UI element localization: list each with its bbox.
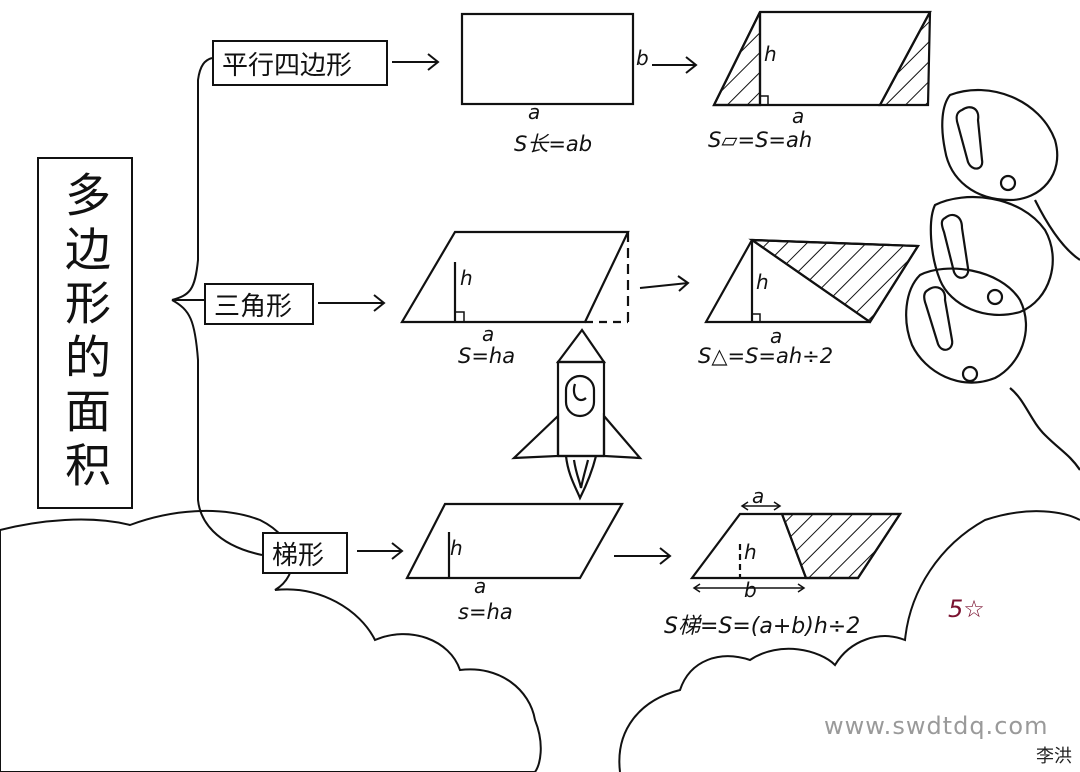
- trap-para-base-label: a: [474, 574, 487, 598]
- watermark-text: www.swdtdq.com: [824, 712, 1049, 740]
- main-title: 多边形的面积: [58, 171, 112, 495]
- category-label: 三角形: [214, 291, 293, 322]
- signature: 李洪: [1036, 746, 1072, 767]
- branch-lines: [171, 57, 263, 556]
- rocket-drawing: [511, 328, 643, 501]
- rect-formula: S长=ab: [514, 132, 593, 156]
- para-base-label: a: [792, 104, 805, 128]
- grade-mark: 5☆: [948, 595, 985, 623]
- trap-para-formula: s=ha: [458, 600, 513, 624]
- trap-height-label: h: [744, 540, 757, 564]
- rectangle-shape: [460, 12, 635, 106]
- trap-bottom-label: b: [744, 578, 757, 602]
- rect-width-label: a: [528, 100, 541, 124]
- triangle-shape: [704, 238, 920, 324]
- tri-height-label: h: [756, 270, 769, 294]
- category-parallelogram: 平行四边形: [212, 40, 388, 86]
- main-title-box: 多边形的面积: [37, 157, 133, 509]
- balloons: [905, 88, 1080, 471]
- parallelogram-cut-shape: [712, 10, 932, 107]
- rect-height-label: b: [636, 46, 649, 70]
- category-label: 梯形: [272, 540, 325, 571]
- trap-para-height-label: h: [450, 536, 463, 560]
- trapezoid-shape: [689, 501, 903, 593]
- category-label: 平行四边形: [222, 50, 353, 81]
- tri-para-base-label: a: [482, 322, 495, 346]
- category-triangle: 三角形: [204, 283, 314, 325]
- arrows: [318, 53, 698, 565]
- triangle-row-parallelogram: [400, 230, 630, 324]
- tri-para-formula: S=ha: [458, 344, 516, 368]
- trap-top-label: a: [752, 484, 765, 508]
- trapezoid-row-parallelogram: [405, 502, 624, 580]
- para-height-label: h: [764, 42, 777, 66]
- tri-base-label: a: [770, 324, 783, 348]
- tri-formula: S△=S=ah÷2: [698, 344, 834, 368]
- para-formula: S▱=S=ah: [708, 128, 813, 152]
- cloud-right: [618, 510, 1080, 772]
- cloud-left: [0, 509, 542, 772]
- tri-para-height-label: h: [460, 266, 473, 290]
- trap-formula: S梯=S=(a+b)h÷2: [664, 614, 861, 639]
- category-trapezoid: 梯形: [262, 532, 348, 574]
